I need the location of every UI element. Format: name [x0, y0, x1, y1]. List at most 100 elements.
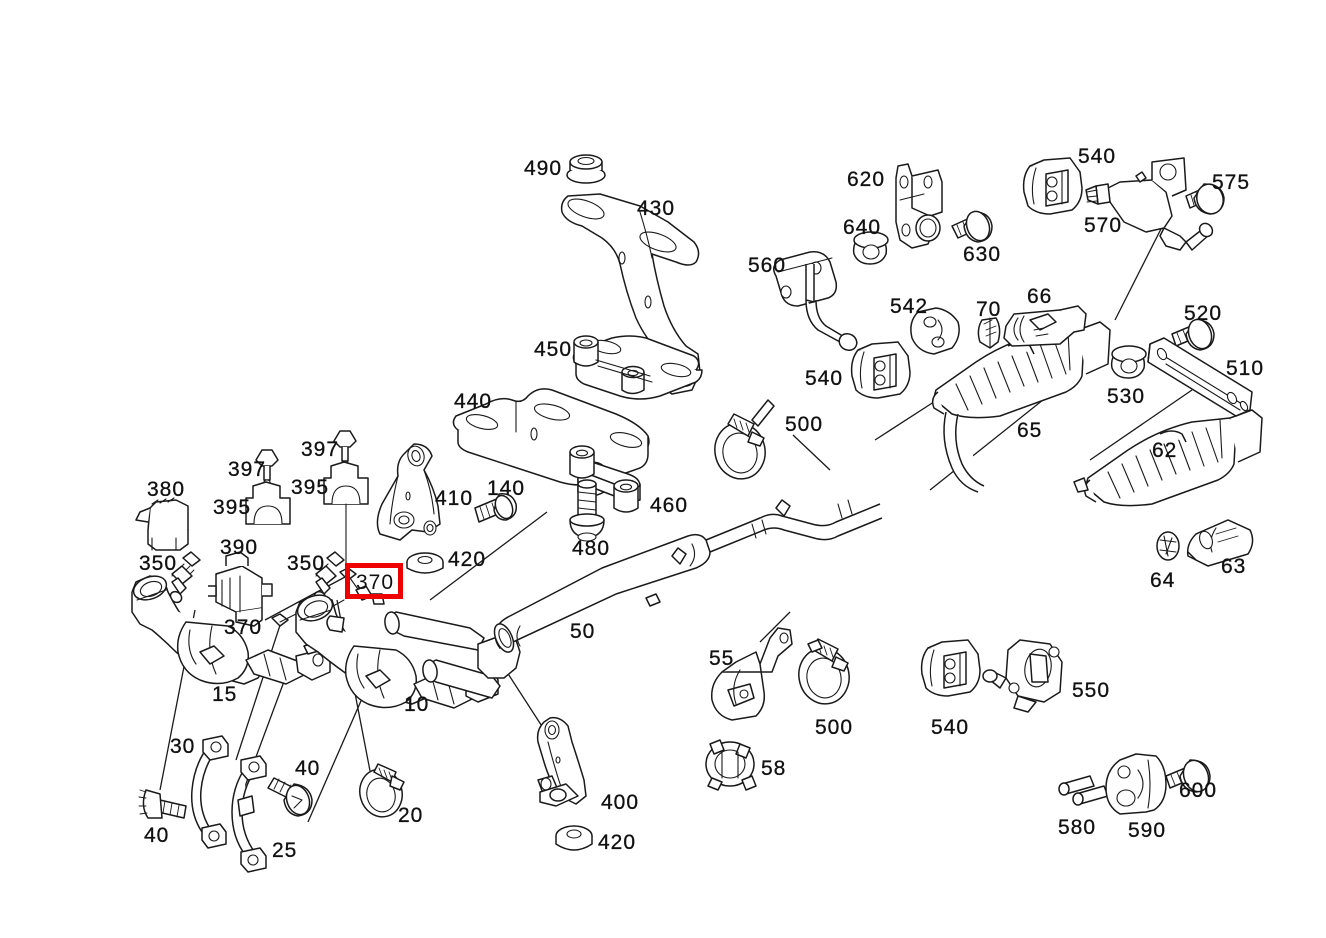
part-395-clip-right: [323, 461, 369, 571]
part-62-rear-muffler: [1073, 409, 1263, 507]
part-label: 25: [272, 839, 298, 862]
part-label: 480: [572, 537, 611, 560]
part-420-grommet-lower: [555, 825, 593, 851]
part-40-bolt-right: [267, 777, 313, 817]
part-540-mount-mid: [850, 341, 911, 399]
part-label: 575: [1212, 171, 1251, 194]
part-640-collar: [852, 231, 889, 265]
part-label: 430: [637, 197, 676, 220]
part-500-clamp-upper: [714, 399, 775, 480]
part-label: 66: [1027, 285, 1053, 308]
part-label: 542: [890, 295, 929, 318]
part-70-clip: [977, 317, 1001, 349]
part-label: 50: [570, 620, 596, 643]
part-540-mount-top: [1022, 157, 1083, 215]
highlighted-part-label: 370: [356, 571, 395, 594]
part-label: 580: [1058, 816, 1097, 839]
part-420-grommet-upper: [406, 552, 444, 574]
part-label: 440: [454, 390, 493, 413]
part-590-isolator: [1105, 753, 1167, 815]
part-label: 460: [650, 494, 689, 517]
part-label: 350: [139, 552, 178, 575]
part-540-mount-bottom: [920, 639, 981, 697]
part-label: 70: [976, 298, 1002, 321]
part-label: 450: [534, 338, 573, 361]
part-65-rear-muffler: [931, 321, 1111, 493]
part-63-tailpipe-trim: [1186, 519, 1254, 567]
part-395-clip-left: [245, 481, 291, 525]
part-410-hanger-bracket: [376, 443, 441, 541]
part-label: 500: [815, 716, 854, 739]
part-label: 570: [1084, 214, 1123, 237]
part-label: 500: [785, 413, 824, 436]
part-490-nut: [566, 154, 606, 184]
part-390-connector: [208, 551, 273, 627]
part-400-hanger: [536, 716, 587, 807]
part-label: 397: [228, 458, 267, 481]
part-label: 420: [448, 548, 487, 571]
part-620-bracket: [895, 163, 943, 249]
part-580-pins: [1058, 775, 1109, 806]
part-label: 63: [1221, 555, 1247, 578]
part-label: 350: [287, 552, 326, 575]
part-label: 400: [601, 791, 640, 814]
part-542-rubber-mount: [910, 307, 960, 355]
part-397-clip-left: [255, 449, 279, 485]
part-label: 510: [1226, 357, 1265, 380]
part-480-bolt: [569, 479, 605, 542]
part-140-bolt: [474, 492, 518, 523]
part-label: 590: [1128, 819, 1167, 842]
part-58-clamp: [705, 739, 757, 791]
part-label: 62: [1152, 439, 1178, 462]
part-label: 397: [301, 438, 340, 461]
part-label: 550: [1072, 679, 1111, 702]
part-label: 395: [213, 496, 252, 519]
part-450-spacer-plate: [572, 335, 703, 400]
part-label: 390: [220, 536, 259, 559]
part-575-bolt: [1185, 183, 1225, 215]
part-label: 15: [212, 683, 238, 706]
part-560-bracket-pipe: [773, 250, 858, 352]
part-64-gasket: [1156, 531, 1180, 561]
part-460-spacer-bar: [569, 445, 641, 513]
part-label: 65: [1017, 419, 1043, 442]
part-label: 630: [963, 243, 1002, 266]
part-label: 490: [524, 157, 563, 180]
part-510-mounting-rail: [1147, 337, 1253, 417]
part-label: 540: [1078, 145, 1117, 168]
part-label: 380: [147, 478, 186, 501]
part-label: 58: [761, 757, 787, 780]
part-label: 600: [1179, 779, 1218, 802]
part-label: 10: [404, 693, 430, 716]
part-630-bolt: [951, 210, 993, 243]
highlight-box-370: [345, 563, 403, 599]
part-label: 20: [398, 804, 424, 827]
part-label: 540: [931, 716, 970, 739]
part-570-bracket-arm: [1085, 157, 1214, 251]
part-label: 530: [1107, 385, 1146, 408]
part-20-clamp: [359, 763, 405, 818]
part-label: 560: [748, 254, 787, 277]
part-label: 40: [144, 824, 170, 847]
part-label: 540: [805, 367, 844, 390]
part-380-heat-shield: [135, 497, 189, 551]
part-label: 64: [1150, 569, 1176, 592]
part-15-catalytic-converter-left: [131, 575, 331, 685]
part-label: 370: [224, 616, 263, 639]
part-50-center-muffler-pipe: [384, 499, 883, 699]
part-500-clamp-lower: [798, 638, 850, 705]
part-label: 140: [487, 477, 526, 500]
part-label: 395: [291, 476, 330, 499]
part-66-shield: [1003, 305, 1087, 347]
part-40-bolt-left: [138, 789, 187, 819]
part-530-collar: [1110, 345, 1147, 379]
part-label: 40: [295, 757, 321, 780]
part-label: 620: [847, 168, 886, 191]
part-600-bolt: [1165, 759, 1211, 793]
part-25-hanger-strap: [231, 755, 267, 873]
part-550-flange: [982, 639, 1063, 713]
part-label: 640: [843, 216, 882, 239]
part-30-hanger-strap: [190, 735, 229, 849]
